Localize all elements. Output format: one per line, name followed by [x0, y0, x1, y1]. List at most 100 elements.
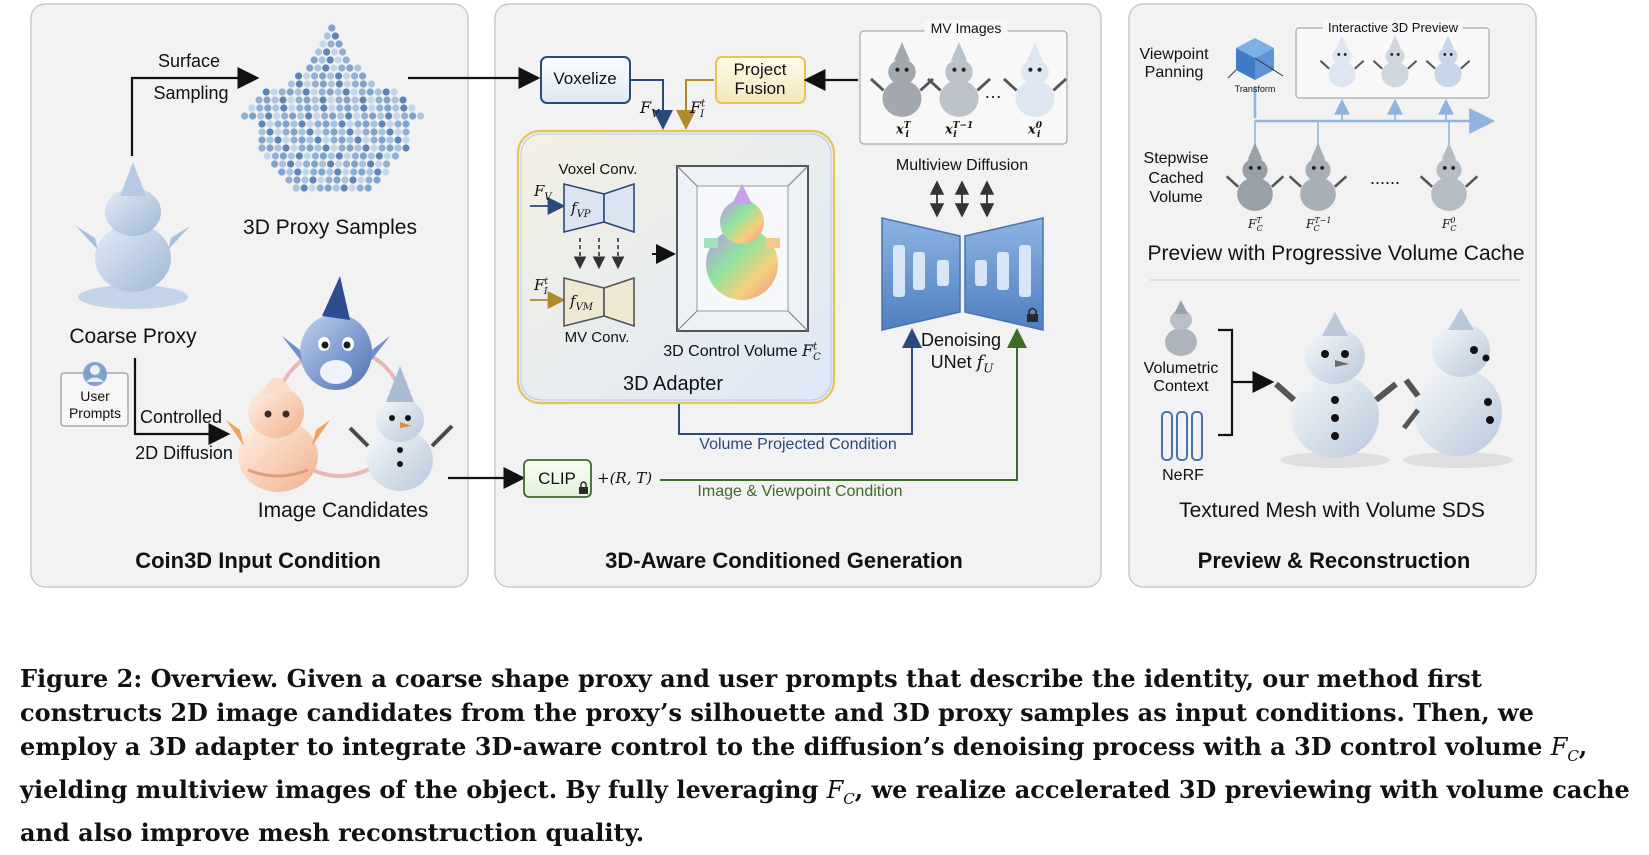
- proxy-sample-point: [394, 136, 402, 144]
- interactive-preview-label: Interactive 3D Preview: [1322, 20, 1464, 35]
- proxy-sample-point: [367, 160, 375, 168]
- user-icon: [83, 362, 107, 386]
- proxy-sample-point: [287, 80, 295, 88]
- fc-0-label: F0C: [1442, 216, 1457, 234]
- proxy-sample-point: [365, 176, 373, 184]
- mv-diffusion-arrows: [929, 180, 995, 218]
- x-t-label: xTi: [896, 121, 911, 140]
- proxy-sample-point: [394, 144, 402, 152]
- proxy-sample-point: [330, 128, 338, 136]
- proxy-sample-point: [346, 120, 354, 128]
- proxy-sample-point: [318, 168, 326, 176]
- proxy-sample-point: [351, 80, 359, 88]
- proxy-sample-point: [337, 112, 345, 120]
- adapter-fi-label: FtI: [534, 276, 549, 297]
- proxy-sample-point: [302, 168, 310, 176]
- proxy-sample-point: [377, 112, 385, 120]
- proxy-sample-point: [274, 120, 282, 128]
- proxy-sample-point: [290, 128, 298, 136]
- proxy-sample-point: [402, 120, 410, 128]
- proxy-sample-point: [331, 32, 339, 40]
- proxy-sample-point: [402, 144, 410, 152]
- proxy-sample-point: [296, 104, 304, 112]
- arrow-image-viewpoint: [660, 328, 1027, 481]
- proxy-sample-point: [326, 88, 334, 96]
- proxy-sample-point: [300, 184, 308, 192]
- proxy-sample-point: [335, 80, 343, 88]
- proxy-sample-point: [343, 160, 351, 168]
- proxy-sample-point: [375, 160, 383, 168]
- proxy-sample-point: [383, 160, 391, 168]
- proxy-sample-point: [285, 176, 293, 184]
- proxy-sample-point: [391, 96, 399, 104]
- proxy-sample-point: [326, 168, 334, 176]
- user-prompts-label-2: Prompts: [68, 405, 122, 421]
- proxy-sample-point: [303, 80, 311, 88]
- proxy-sample-point: [364, 184, 372, 192]
- proxy-sample-point: [340, 184, 348, 192]
- transform-cube-icon: [1227, 38, 1284, 80]
- proxy-sample-point: [370, 144, 378, 152]
- rt-label: +(R, T): [597, 469, 653, 487]
- proxy-sample-point: [256, 104, 264, 112]
- proxy-sample-point: [280, 104, 288, 112]
- arrow-voxelize-to-adapter: [630, 79, 673, 130]
- proxy-sample-point: [295, 152, 303, 160]
- proxy-sample-point: [297, 112, 305, 120]
- proxy-sample-point: [258, 136, 266, 144]
- clip-label: CLIP: [538, 469, 576, 488]
- proxy-sample-point: [348, 184, 356, 192]
- proxy-sample-point: [290, 144, 298, 152]
- proxy-sample-point: [391, 152, 399, 160]
- proxy-sample-point: [399, 96, 407, 104]
- proxy-sample-point: [327, 80, 335, 88]
- progressive-label: Preview with Progressive Volume Cache: [1147, 242, 1525, 265]
- proxy-sample-point: [303, 152, 311, 160]
- proxy-sample-point: [278, 88, 286, 96]
- cache-snowman-t1: [1288, 142, 1348, 211]
- proxy-sample-point: [318, 56, 326, 64]
- proxy-sample-point: [402, 136, 410, 144]
- proxy-sample-point: [330, 64, 338, 72]
- stepwise-label-3: Volume: [1149, 189, 1203, 206]
- proxy-sample-point: [327, 72, 335, 80]
- proxy-sample-point: [294, 168, 302, 176]
- nerf-icon: [1161, 411, 1203, 461]
- proxy-sample-point: [378, 144, 386, 152]
- proxy-sample-point: [350, 88, 358, 96]
- proxy-sample-point: [279, 160, 287, 168]
- proxy-sample-point: [367, 96, 375, 104]
- arrow-proxy-to-candidates: [133, 358, 231, 445]
- proxy-sample-point: [370, 128, 378, 136]
- project-fusion-label-1: Project: [733, 60, 787, 79]
- proxy-sample-point: [290, 136, 298, 144]
- proxy-sample-point: [318, 88, 326, 96]
- proxy-sample-point: [359, 152, 367, 160]
- proxy-sample-point: [332, 184, 340, 192]
- mv-images-label: MV Images: [924, 20, 1008, 36]
- image-viewpoint-label: Image & Viewpoint Condition: [697, 483, 903, 500]
- proxy-sample-point: [270, 88, 278, 96]
- voxel-conv-block: [563, 182, 635, 234]
- preview-snowman-3: [1425, 35, 1471, 88]
- proxy-sample-point: [324, 184, 332, 192]
- transform-label: Transform: [1234, 84, 1276, 94]
- proxy-sample-point: [360, 104, 368, 112]
- proxy-sample-point: [249, 112, 257, 120]
- preview-snowman-2: [1372, 35, 1418, 88]
- proxy-sample-point: [392, 104, 400, 112]
- surface-sampling-label-2: Sampling: [153, 83, 229, 103]
- proxy-sample-point: [306, 128, 314, 136]
- proxy-sample-point: [266, 120, 274, 128]
- point-cloud-icon: [241, 24, 425, 192]
- volumetric-label-1: Volumetric: [1143, 360, 1219, 377]
- multiview-diffusion-label: Multiview Diffusion: [895, 157, 1029, 174]
- proxy-sample-point: [394, 120, 402, 128]
- proxy-sample-point: [323, 32, 331, 40]
- proxy-sample-point: [312, 104, 320, 112]
- mv-conv-label: MV Conv.: [564, 329, 630, 346]
- proxy-sample-point: [373, 176, 381, 184]
- proxy-sample-point: [394, 128, 402, 136]
- proxy-sample-point: [334, 88, 342, 96]
- proxy-sample-point: [346, 64, 354, 72]
